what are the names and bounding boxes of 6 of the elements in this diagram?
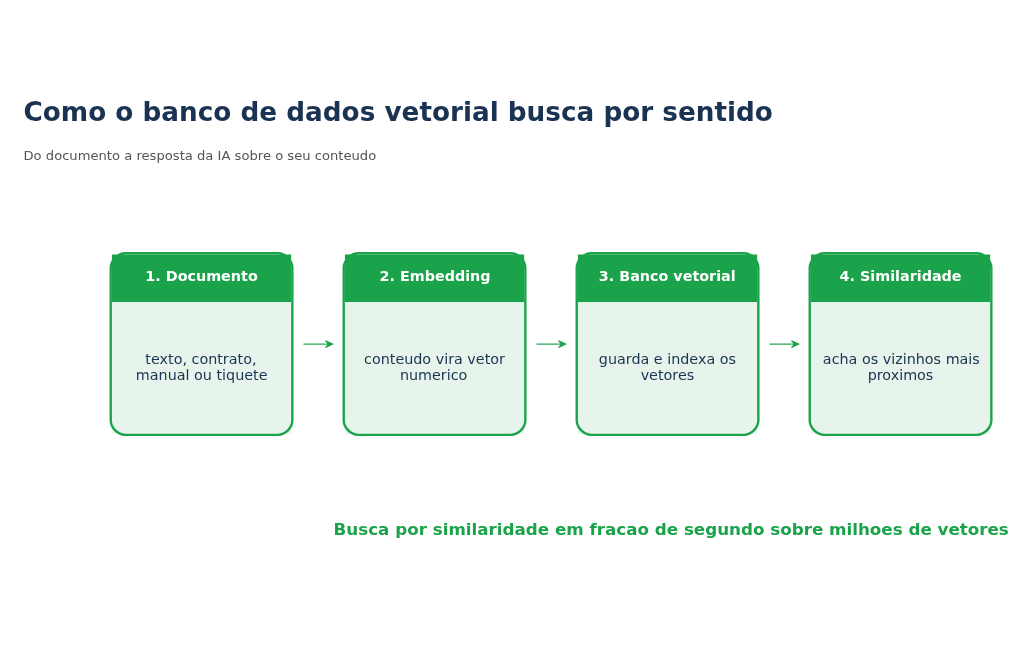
arrow bbox=[302, 339, 333, 348]
label: Do documento a resposta da IA sobre o seu conteudo bbox=[23, 147, 376, 163]
diagram-title: Como o banco de dados vetorial busca por sentido bbox=[23, 96, 773, 127]
arrow bbox=[768, 339, 799, 348]
arrow bbox=[535, 339, 566, 348]
caption: Busca por similaridade em fracao de segundo sobre milhoes de vetores bbox=[333, 518, 1009, 539]
